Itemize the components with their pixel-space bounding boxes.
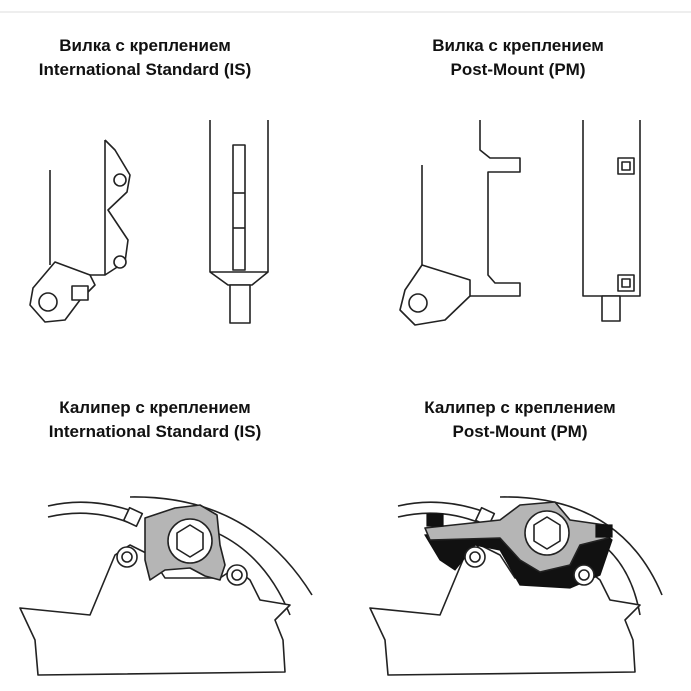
caliper-is-illustration <box>19 496 313 676</box>
fork-is-side-view <box>29 139 131 323</box>
caliper-pm-title-line1: Калипер с креплением <box>424 398 615 417</box>
fork-is-title-line1: Вилка с креплением <box>59 36 231 55</box>
caliper-pm-illustration <box>369 496 663 676</box>
caliper-pm-title-line2: Post-Mount (PM) <box>452 422 587 441</box>
fork-is-front-view <box>209 120 269 324</box>
caliper-is-title-line2: International Standard (IS) <box>49 422 262 441</box>
fork-pm-front-view <box>582 120 641 322</box>
fork-is-title-line2: International Standard (IS) <box>39 60 252 79</box>
caliper-is-title-line1: Калипер с креплением <box>59 398 250 417</box>
fork-pm-side-view <box>399 120 521 326</box>
fork-pm-title-line1: Вилка с креплением <box>432 36 604 55</box>
fork-pm-title-line2: Post-Mount (PM) <box>450 60 585 79</box>
